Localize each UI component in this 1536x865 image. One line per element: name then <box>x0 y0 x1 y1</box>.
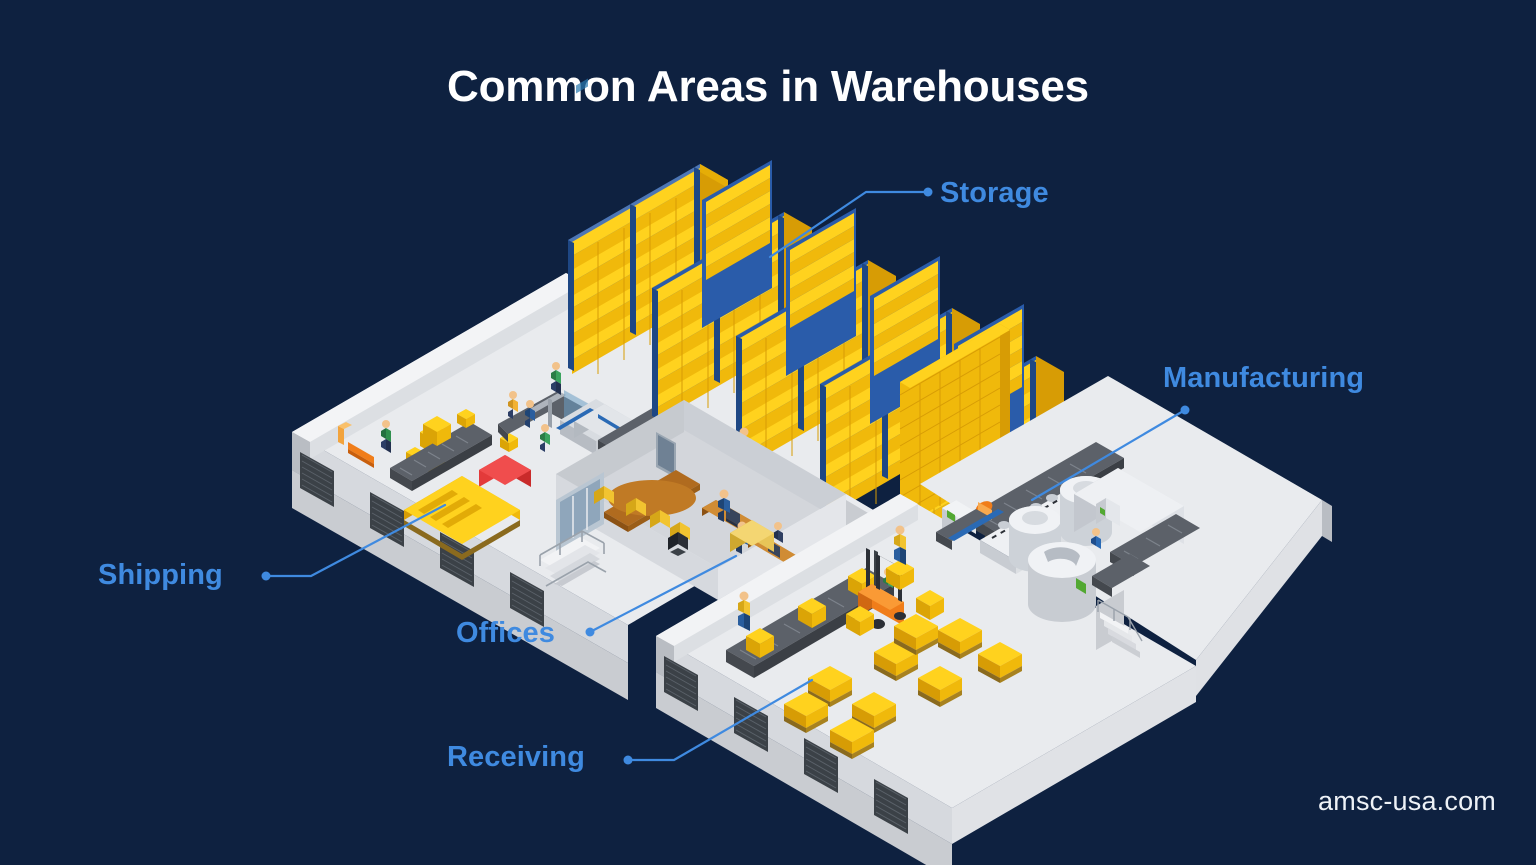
storage-area <box>568 160 1064 566</box>
forklift <box>858 548 906 629</box>
worker-seated <box>773 522 783 543</box>
worker <box>738 591 750 631</box>
manufacturing-stairs <box>1096 590 1143 658</box>
process-tank <box>1009 506 1061 572</box>
pallet-rack <box>568 164 718 374</box>
conveyor <box>390 422 492 491</box>
machine <box>479 455 531 487</box>
process-tank <box>1028 542 1096 622</box>
offices-area <box>539 400 880 600</box>
worker <box>540 424 550 452</box>
site-watermark: amsc-usa.com <box>1318 786 1496 816</box>
office-chair <box>668 532 688 556</box>
worker <box>525 400 535 428</box>
cabinet <box>730 520 774 552</box>
pallet-rack-small <box>870 256 940 424</box>
pallet-rack-small <box>702 160 772 328</box>
worker <box>894 525 906 565</box>
label-manufacturing: Manufacturing <box>1163 362 1365 394</box>
office-glass-facade <box>556 472 604 552</box>
worker <box>1091 528 1101 549</box>
label-storage: Storage <box>940 177 1049 209</box>
worker <box>551 362 561 395</box>
worker <box>508 391 518 419</box>
worker <box>381 420 391 453</box>
page-title: Common Areas in Warehouses <box>447 62 1089 111</box>
label-offices: Offices <box>456 617 556 649</box>
pallet-jack <box>338 422 374 468</box>
label-receiving: Receiving <box>447 741 585 773</box>
office-stairs <box>539 530 607 587</box>
label-shipping: Shipping <box>98 559 223 591</box>
worker-seated <box>718 489 730 522</box>
